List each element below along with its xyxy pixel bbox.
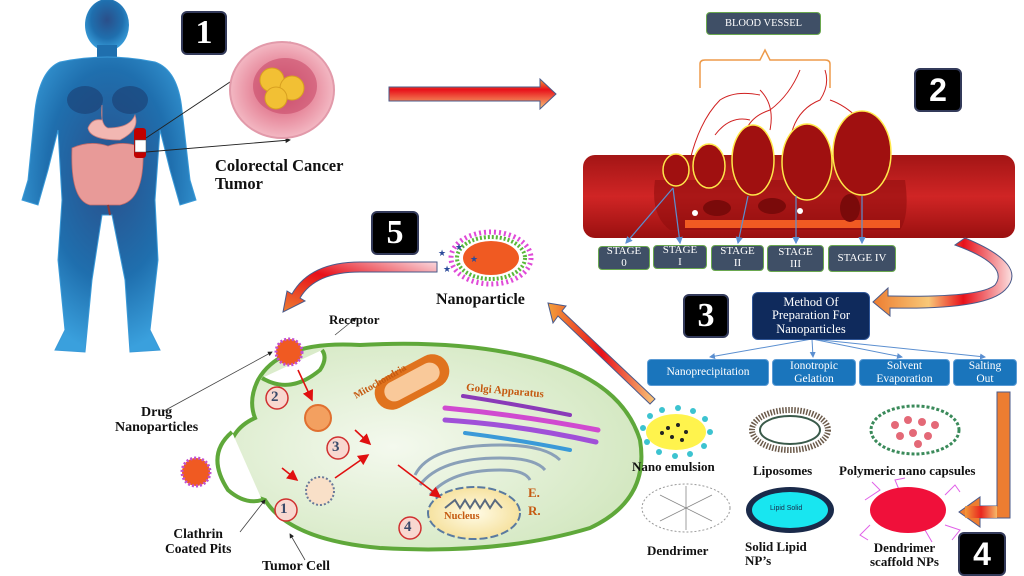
step-number-4: 4 <box>404 519 412 535</box>
step-badge-3: 3 <box>683 294 729 338</box>
step-arrows <box>281 369 442 498</box>
polymeric-nanocapsule-graphic <box>869 404 961 456</box>
label-dendrimer: Dendrimer <box>647 543 709 558</box>
golgi-graphic <box>442 394 601 452</box>
stage-2-box: STAGE II <box>711 245 764 271</box>
step-badge-2: 2 <box>914 68 962 112</box>
method-line1: Method Of <box>783 295 839 310</box>
step-number-2: 2 <box>271 389 279 405</box>
er-line2: R. <box>528 502 541 518</box>
lipid-solid-inner-text: Lipid Solid <box>770 505 803 512</box>
nano-emulsion-graphic <box>640 405 713 459</box>
method-salting-out: Salting Out <box>953 359 1017 386</box>
method-solvent-line1: Solvent <box>886 360 923 373</box>
method-ionotropic-line2: Gelation <box>794 372 834 385</box>
method-ionotropic-gelation: Ionotropic Gelation <box>772 359 856 386</box>
drug-np-line2: Nanoparticles <box>115 420 199 436</box>
label-solid-lipid-np: Solid Lipid NP’s <box>745 539 807 569</box>
method-solvent-line2: Evaporation <box>876 372 933 385</box>
label-clathrin-coated-pits: Clathrin Coated Pits <box>165 526 232 557</box>
step-badge-5: 5 <box>371 211 419 255</box>
colorectal-tumor-label: Colorectal Cancer Tumor <box>215 156 344 194</box>
method-of-preparation-box: Method Of Preparation For Nanoparticles <box>752 292 870 340</box>
arrow-panel4-to-nanoparticle <box>547 302 656 405</box>
step-number-3: 3 <box>332 439 340 455</box>
stage-1-line1: STAGE <box>662 244 698 257</box>
stage-3-line2: III <box>790 257 801 270</box>
label-polymeric-nano-capsules: Polymeric nano capsules <box>839 463 976 478</box>
endoplasmic-reticulum-graphic <box>413 443 562 496</box>
er-line1: E. <box>528 485 540 500</box>
stage-pointer-arrows <box>625 187 866 245</box>
cell-np-particles <box>180 337 335 506</box>
label-nanoparticle: Nanoparticle <box>436 291 525 308</box>
method-ionotropic-line1: Ionotropic <box>790 360 838 373</box>
step-number-circles <box>265 386 422 540</box>
tumor-stages-graphics <box>662 110 892 201</box>
dendrimer-scaffold-line1: Dendrimer <box>873 540 936 555</box>
stage-0-box: STAGE 0 <box>598 246 650 270</box>
drug-np-line1: Drug <box>141 405 173 420</box>
svg-text:★: ★ <box>443 264 451 274</box>
label-dendrimer-scaffold-nps: Dendrimer scaffold NPs <box>870 540 939 570</box>
callout-lines <box>161 317 357 561</box>
stage-0-line2: 0 <box>621 257 627 269</box>
arrow-nanoparticle-to-cell <box>282 261 438 313</box>
method-nanoprecipitation: Nanoprecipitation <box>647 359 769 386</box>
clathrin-line2: Coated Pits <box>165 540 232 556</box>
dendrimer-graphic <box>641 483 731 533</box>
method-connectors <box>709 338 986 360</box>
method-salting-line1: Salting <box>968 360 1002 373</box>
step-badge-1: 1 <box>181 11 227 55</box>
svg-text:★: ★ <box>438 248 446 258</box>
mitochondria-graphic <box>374 354 450 410</box>
dendrimer-scaffold-line2: scaffold NPs <box>870 554 939 570</box>
step-badge-4: 4 <box>958 532 1006 576</box>
dendrimer-scaffold-np-graphic <box>859 477 961 543</box>
arrow-panel3-to-panel4 <box>958 391 1011 528</box>
method-salting-line2: Out <box>976 372 994 385</box>
stage-3-box: STAGE III <box>767 245 824 272</box>
tumor-label-line2: Tumor <box>215 174 263 194</box>
method-nanoprecipitation-label: Nanoprecipitation <box>666 366 750 379</box>
stage-1-line2: I <box>678 256 682 268</box>
nucleus-graphic <box>427 486 521 540</box>
blood-vessel-bracket <box>699 48 831 88</box>
label-tumor-cell: Tumor Cell <box>262 559 331 574</box>
solid-lipid-line1: Solid Lipid <box>745 539 807 554</box>
arrow-panel1-to-panel2 <box>388 77 557 111</box>
stage-2-line2: II <box>733 257 742 269</box>
capillaries <box>689 69 861 161</box>
tumor-label-line1: Colorectal Cancer <box>215 156 344 175</box>
stage-4-box: STAGE IV <box>828 245 896 272</box>
blood-vessel-label: BLOOD VESSEL <box>706 12 821 35</box>
method-line2: Preparation For <box>771 308 851 323</box>
label-drug-nanoparticles: Drug Nanoparticles <box>115 405 198 436</box>
solid-lipid-line2: NP’s <box>745 553 772 569</box>
colon-cross-section <box>229 41 335 139</box>
label-liposomes: Liposomes <box>753 463 813 478</box>
label-nano-emulsion: Nano emulsion <box>632 459 715 474</box>
method-line3: Nanoparticles <box>776 321 846 336</box>
svg-text:★: ★ <box>455 242 463 252</box>
clathrin-line1: Clathrin <box>173 526 223 541</box>
arrow-panel2-to-panel3 <box>872 237 1013 318</box>
stage-4-line1: STAGE IV <box>837 251 887 264</box>
step-number-1: 1 <box>280 501 288 517</box>
stage-2-line1: STAGE <box>720 245 755 258</box>
stage-0-line1: STAGE <box>606 245 642 258</box>
label-er: E. R. <box>528 484 541 519</box>
method-solvent-evaporation: Solvent Evaporation <box>859 359 950 386</box>
label-receptor: Receptor <box>329 312 380 327</box>
stomach-colon-organs <box>71 104 144 216</box>
solid-lipid-np-graphic <box>746 487 834 533</box>
svg-text:★: ★ <box>470 254 478 264</box>
label-nucleus: Nucleus <box>444 511 480 522</box>
stage-3-line1: STAGE <box>778 245 813 258</box>
stage-1-box: STAGE I <box>653 245 707 269</box>
nanoparticle-graphic: ★ ★ ★ ★ <box>438 229 534 287</box>
liposome-graphic <box>749 407 831 453</box>
